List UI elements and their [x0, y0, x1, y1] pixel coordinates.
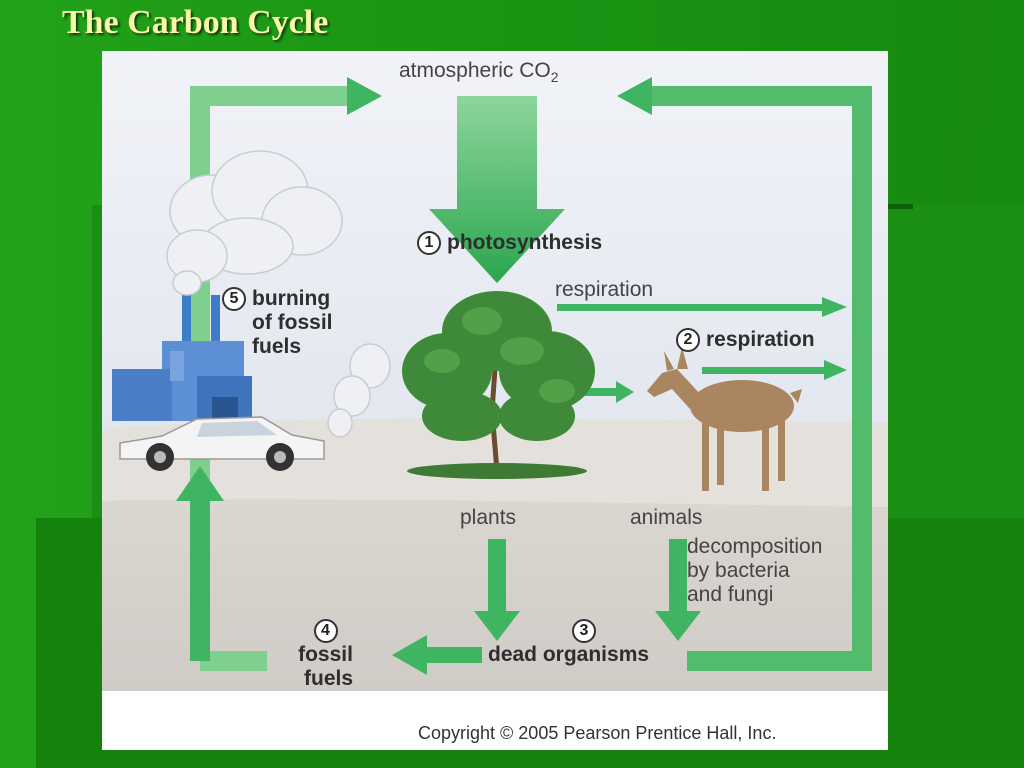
decomposition-line-2: by bacteria: [687, 559, 790, 582]
caption-strip: [102, 691, 888, 750]
plants-to-dead-arrow: [474, 539, 520, 641]
dead-to-fossil-arrow: [392, 635, 482, 675]
decomposition-line-3: and fungi: [687, 583, 774, 606]
step-number-3: 3: [572, 619, 596, 643]
car-exhaust: [327, 343, 391, 438]
loop-right-arrow: [647, 86, 872, 671]
factory-smoke: [166, 150, 343, 296]
slide-title: The Carbon Cycle: [62, 4, 329, 41]
decomposition-label: decomposition by bacteria and fungi: [687, 535, 822, 607]
fossil-up-arrowhead: [176, 466, 224, 501]
respiration-plants-arrow-shaft: [557, 304, 825, 311]
decomposition-line-1: decomposition: [687, 535, 823, 558]
respiration-animals-label: 2 respiration: [676, 328, 815, 352]
plant-to-animal-arrowhead: [616, 381, 634, 403]
photosynthesis-text: photosynthesis: [447, 231, 603, 254]
fossil-line-2: fuels: [304, 667, 354, 690]
respiration-plants-arrowhead: [822, 297, 847, 317]
loop-left-arrowhead: [347, 77, 382, 115]
respiration-animals-text: respiration: [706, 328, 815, 351]
step-3-marker: 3: [572, 619, 602, 643]
burning-line-2: of fossil: [252, 311, 333, 334]
power-plant: [112, 289, 252, 421]
burning-fossil-fuels-label: 5 burning of fossil fuels: [222, 287, 333, 359]
respiration-animals-arrow-shaft: [702, 367, 827, 374]
burning-line-3: fuels: [252, 335, 302, 358]
fossil-fuels-label: 4 fossil fuels: [298, 619, 353, 691]
copyright-notice: Copyright © 2005 Pearson Prentice Hall, …: [418, 723, 777, 743]
plant-to-animal-arrow-shaft: [578, 388, 618, 396]
fossil-line-1: fossil: [298, 643, 353, 666]
step-number-4: 4: [313, 619, 338, 643]
co2-subscript: 2: [550, 69, 559, 86]
animals-to-dead-arrow: [655, 539, 701, 641]
bush: [402, 291, 595, 479]
photosynthesis-arrow: [429, 96, 565, 283]
animals-label: animals: [630, 506, 703, 529]
step-number-2: 2: [676, 328, 700, 352]
atmospheric-co2-text: atmospheric CO: [399, 59, 551, 82]
respiration-plants-label: respiration: [555, 278, 654, 301]
step-number-5: 5: [222, 287, 246, 311]
background-accent-line: [885, 204, 913, 209]
deer: [647, 347, 802, 491]
atmospheric-co2-label: atmospheric CO2: [399, 59, 559, 89]
respiration-animals-arrowhead: [824, 360, 847, 380]
diagram-canvas: [102, 51, 888, 750]
loop-right-arrowhead: [617, 77, 652, 115]
plants-label: plants: [460, 506, 517, 529]
car: [119, 416, 325, 471]
step-number-1: 1: [417, 231, 441, 255]
fossil-up-arrow-shaft: [190, 499, 210, 661]
dead-organisms-label: dead organisms: [488, 643, 650, 666]
burning-line-1: burning: [252, 287, 331, 310]
photosynthesis-label: 1 photosynthesis: [417, 231, 602, 255]
